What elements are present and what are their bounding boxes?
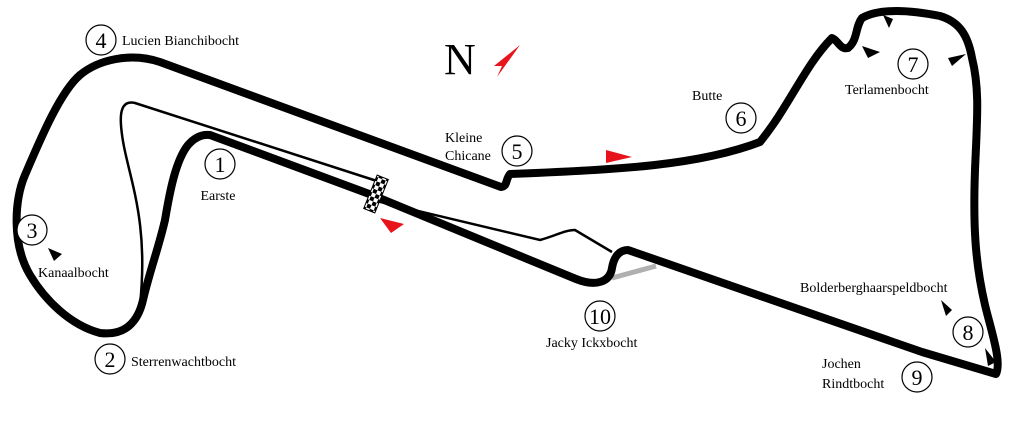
north-label: N: [444, 35, 476, 84]
corner-marker-icon: [948, 54, 966, 66]
corner-c2: 2 Sterrenwachtbocht: [94, 343, 236, 375]
svg-text:Kanaalbocht: Kanaalbocht: [38, 266, 109, 281]
svg-text:Sterrenwachtbocht: Sterrenwachtbocht: [131, 355, 236, 370]
svg-text:Jochen: Jochen: [822, 357, 861, 372]
corner-marker-icon: [48, 248, 62, 261]
svg-text:Rindtbocht: Rindtbocht: [822, 377, 884, 392]
svg-text:8: 8: [963, 320, 974, 345]
svg-text:2: 2: [105, 347, 116, 372]
svg-text:Jacky Ickxbocht: Jacky Ickxbocht: [546, 336, 637, 351]
corner-c7: 7 Terlamenbocht: [845, 48, 929, 98]
corner-c8: 8 Bolderberghaarspeldbocht: [800, 281, 984, 348]
service-road: [119, 101, 613, 306]
svg-text:7: 7: [908, 52, 919, 77]
corner-c4: 4 Lucien Bianchibocht: [85, 24, 239, 56]
svg-text:10: 10: [589, 304, 611, 329]
svg-text:5: 5: [512, 139, 523, 164]
svg-text:Chicane: Chicane: [445, 149, 491, 164]
start-finish-line: [363, 174, 389, 214]
direction-arrow: [606, 150, 632, 163]
svg-text:1: 1: [215, 152, 226, 177]
svg-text:Kleine: Kleine: [445, 131, 482, 146]
circuit-track: [12, 7, 1002, 378]
corner-c1: 1 Earste: [201, 148, 236, 204]
svg-text:Terlamenbocht: Terlamenbocht: [845, 83, 929, 98]
corner-marker-icon: [862, 46, 880, 58]
svg-text:4: 4: [96, 28, 107, 53]
corner-marker-icon: [883, 15, 893, 28]
corner-marker-icon: [985, 348, 996, 366]
svg-text:6: 6: [736, 106, 747, 131]
north-arrow-icon: [494, 45, 520, 77]
svg-text:3: 3: [27, 218, 38, 243]
corner-c9: 9 Jochen Rindtbocht: [822, 357, 933, 393]
direction-arrow: [380, 218, 404, 233]
svg-text:Bolderberghaarspeldbocht: Bolderberghaarspeldbocht: [800, 281, 948, 296]
svg-text:9: 9: [912, 365, 923, 390]
corner-c10: 10 Jacky Ickxbocht: [546, 300, 637, 351]
corner-c3: 3 Kanaalbocht: [16, 214, 109, 281]
corner-c5: 5 Kleine Chicane: [445, 131, 533, 167]
svg-text:Butte: Butte: [692, 89, 722, 104]
corner-marker-icon: [941, 300, 952, 316]
svg-text:Lucien Bianchibocht: Lucien Bianchibocht: [122, 34, 239, 49]
svg-text:Earste: Earste: [201, 189, 236, 204]
corner-c6: 6 Butte: [692, 89, 757, 134]
pit-lane: [611, 263, 657, 281]
